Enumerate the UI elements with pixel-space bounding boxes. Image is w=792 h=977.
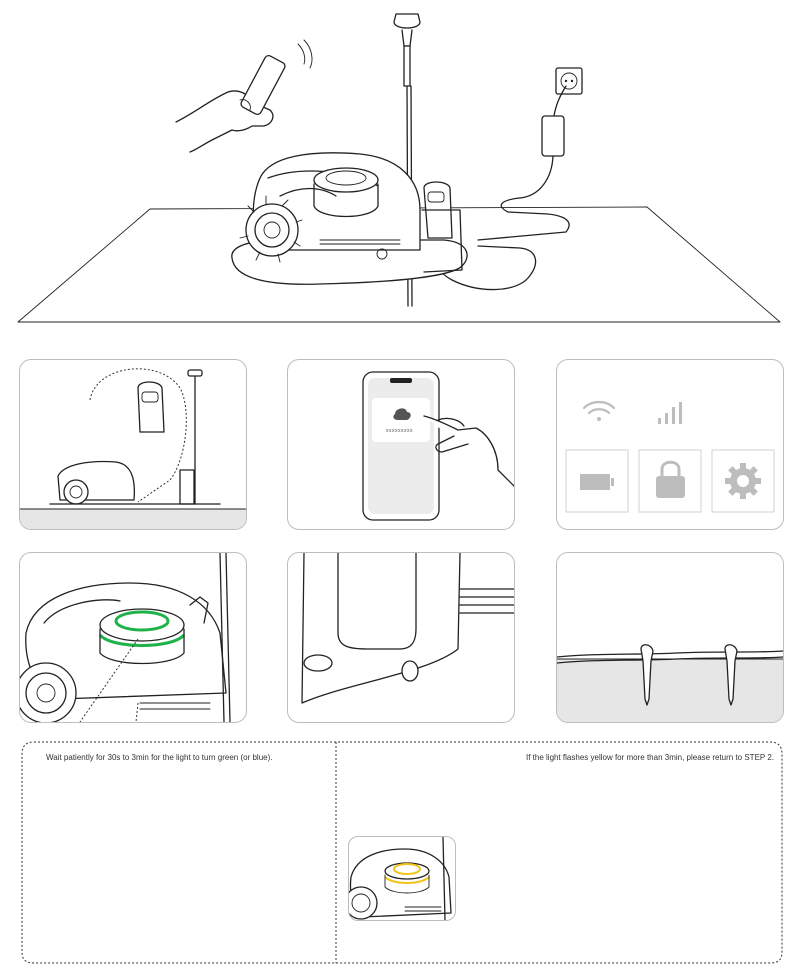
panel-mower-light-yellow: [348, 836, 456, 921]
robot-mower: [239, 152, 421, 263]
peg-right: [724, 644, 738, 706]
callout-line-left: [79, 638, 139, 722]
phone-screen-code: xxxxxxxxx: [386, 428, 413, 434]
gear-icon: [725, 463, 761, 499]
status-light-ring-green: [114, 610, 170, 632]
panel-mower-and-antenna: [19, 359, 247, 530]
cellular-signal-icon: [658, 402, 682, 424]
note-yellow-return: If the light flashes yellow for more tha…: [526, 753, 774, 762]
panel-mower-light-green: [19, 552, 247, 723]
wall-socket: [555, 67, 583, 95]
panel-dock-cable-closeup: [287, 552, 515, 723]
zoom-callout: [89, 368, 187, 503]
battery-icon: [580, 474, 614, 490]
cloud-icon: [393, 408, 411, 420]
panel-status-icons: [556, 359, 784, 530]
wifi-icon: [582, 400, 616, 421]
status-light-ring-yellow: [393, 863, 421, 875]
ground-plane: [17, 206, 781, 323]
note-wait-green: Wait patiently for 30s to 3min for the l…: [46, 753, 273, 762]
panel-phone-pairing: xxxxxxxxx: [287, 359, 515, 530]
lock-icon: [656, 460, 685, 498]
panel-cable-pegs: [556, 552, 784, 723]
hero-illustration: [17, 13, 781, 323]
callout-line-right: [135, 702, 139, 722]
peg-left: [640, 644, 654, 706]
note-box-border: [21, 741, 783, 964]
power-adapter: [421, 85, 570, 291]
hand-with-phone: [175, 39, 313, 153]
